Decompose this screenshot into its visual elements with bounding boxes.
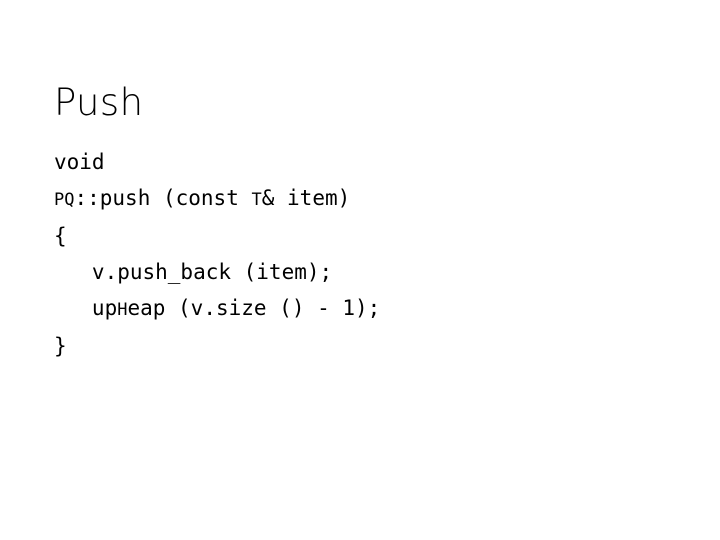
code-identifier-caps: T bbox=[251, 190, 262, 210]
code-identifier-caps: H bbox=[117, 300, 128, 320]
code-text: v.push_back (item); bbox=[54, 260, 333, 284]
code-text: & item) bbox=[261, 186, 351, 210]
code-text: eap (v.size () - 1); bbox=[127, 296, 381, 320]
code-text: ::push (const bbox=[74, 186, 252, 210]
code-line: PQ::push (const T& item) bbox=[54, 180, 674, 218]
code-identifier-caps: PQ bbox=[54, 190, 75, 210]
code-line: v.push_back (item); bbox=[54, 254, 674, 290]
code-line: { bbox=[54, 218, 674, 254]
page-title: Push bbox=[54, 80, 144, 124]
code-text: void bbox=[54, 150, 105, 174]
code-line: upHeap (v.size () - 1); bbox=[54, 290, 674, 328]
code-text: } bbox=[54, 334, 67, 358]
code-line: } bbox=[54, 328, 674, 364]
code-text: up bbox=[54, 296, 118, 320]
code-line: void bbox=[54, 144, 674, 180]
code-text: { bbox=[54, 224, 67, 248]
